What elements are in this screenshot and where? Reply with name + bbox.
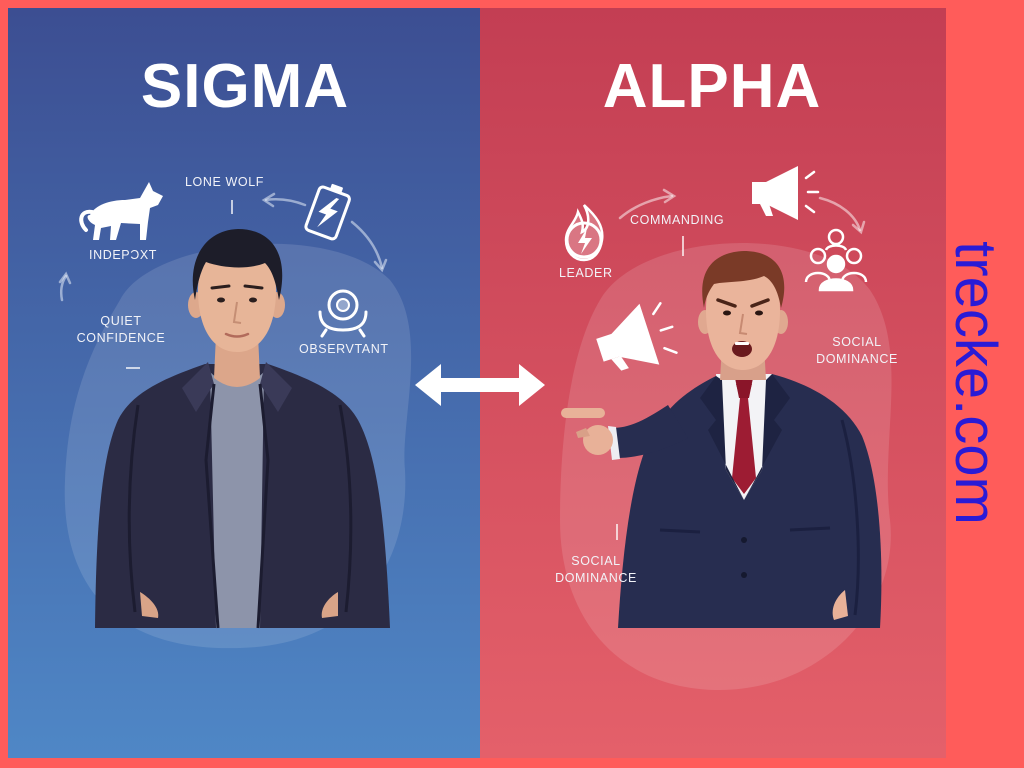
pointing-finger	[561, 408, 605, 418]
alpha-man	[561, 251, 882, 628]
pointing-arm	[612, 405, 688, 458]
hair	[702, 251, 785, 308]
alpha-flow-arrows	[618, 188, 866, 235]
label-independent: INDEPƆXT	[89, 248, 158, 262]
tie	[732, 384, 756, 494]
wolf-icon	[79, 182, 163, 240]
battery-icon	[304, 183, 351, 241]
label-social-dominance-right: SOCIAL DOMINANCE	[804, 334, 910, 368]
megaphone-icon	[752, 166, 820, 220]
alpha-label-ticks	[616, 236, 684, 540]
label-social: SOCIAL	[571, 554, 621, 568]
collar-left	[182, 362, 214, 412]
right-hand	[321, 592, 338, 618]
right-hand	[832, 590, 848, 620]
sigma-flow-arrows	[58, 192, 388, 302]
label-dominance: DOMINANCE	[555, 571, 637, 585]
label-social: SOCIAL	[832, 335, 882, 349]
label-lone-wolf: LONE WOLF	[185, 175, 265, 189]
observant-icon	[318, 289, 368, 338]
label-commanding: COMMANDING	[630, 213, 725, 227]
label-quiet: QUIET	[100, 314, 142, 328]
sigma-man	[95, 229, 390, 629]
lapel-left	[700, 376, 744, 500]
alpha-title: ALPHA	[602, 52, 822, 121]
double-arrow-icon	[415, 364, 545, 406]
megaphone-icon	[596, 302, 678, 371]
sigma-label-ticks	[126, 200, 233, 369]
pointing-hand	[583, 425, 613, 455]
face	[198, 245, 276, 352]
label-leader: LEADER	[559, 266, 613, 280]
left-hand	[140, 592, 159, 618]
label-dominance: DOMINANCE	[816, 352, 898, 366]
label-social-dominance-left: SOCIAL DOMINANCE	[543, 553, 649, 587]
t-shirt	[210, 372, 264, 628]
label-observant: OBSERVTANT	[299, 342, 389, 356]
lapel-right	[744, 374, 790, 500]
label-quiet-confidence: QUIET CONFIDENCE	[65, 313, 177, 347]
collar-right	[260, 362, 292, 412]
tie-knot	[735, 378, 753, 398]
sigma-title: SIGMA	[140, 52, 350, 121]
label-confidence: CONFIDENCE	[76, 331, 166, 345]
hair	[192, 229, 283, 300]
group-icon	[804, 228, 868, 292]
flame-icon	[564, 204, 604, 262]
mouth	[224, 332, 250, 338]
